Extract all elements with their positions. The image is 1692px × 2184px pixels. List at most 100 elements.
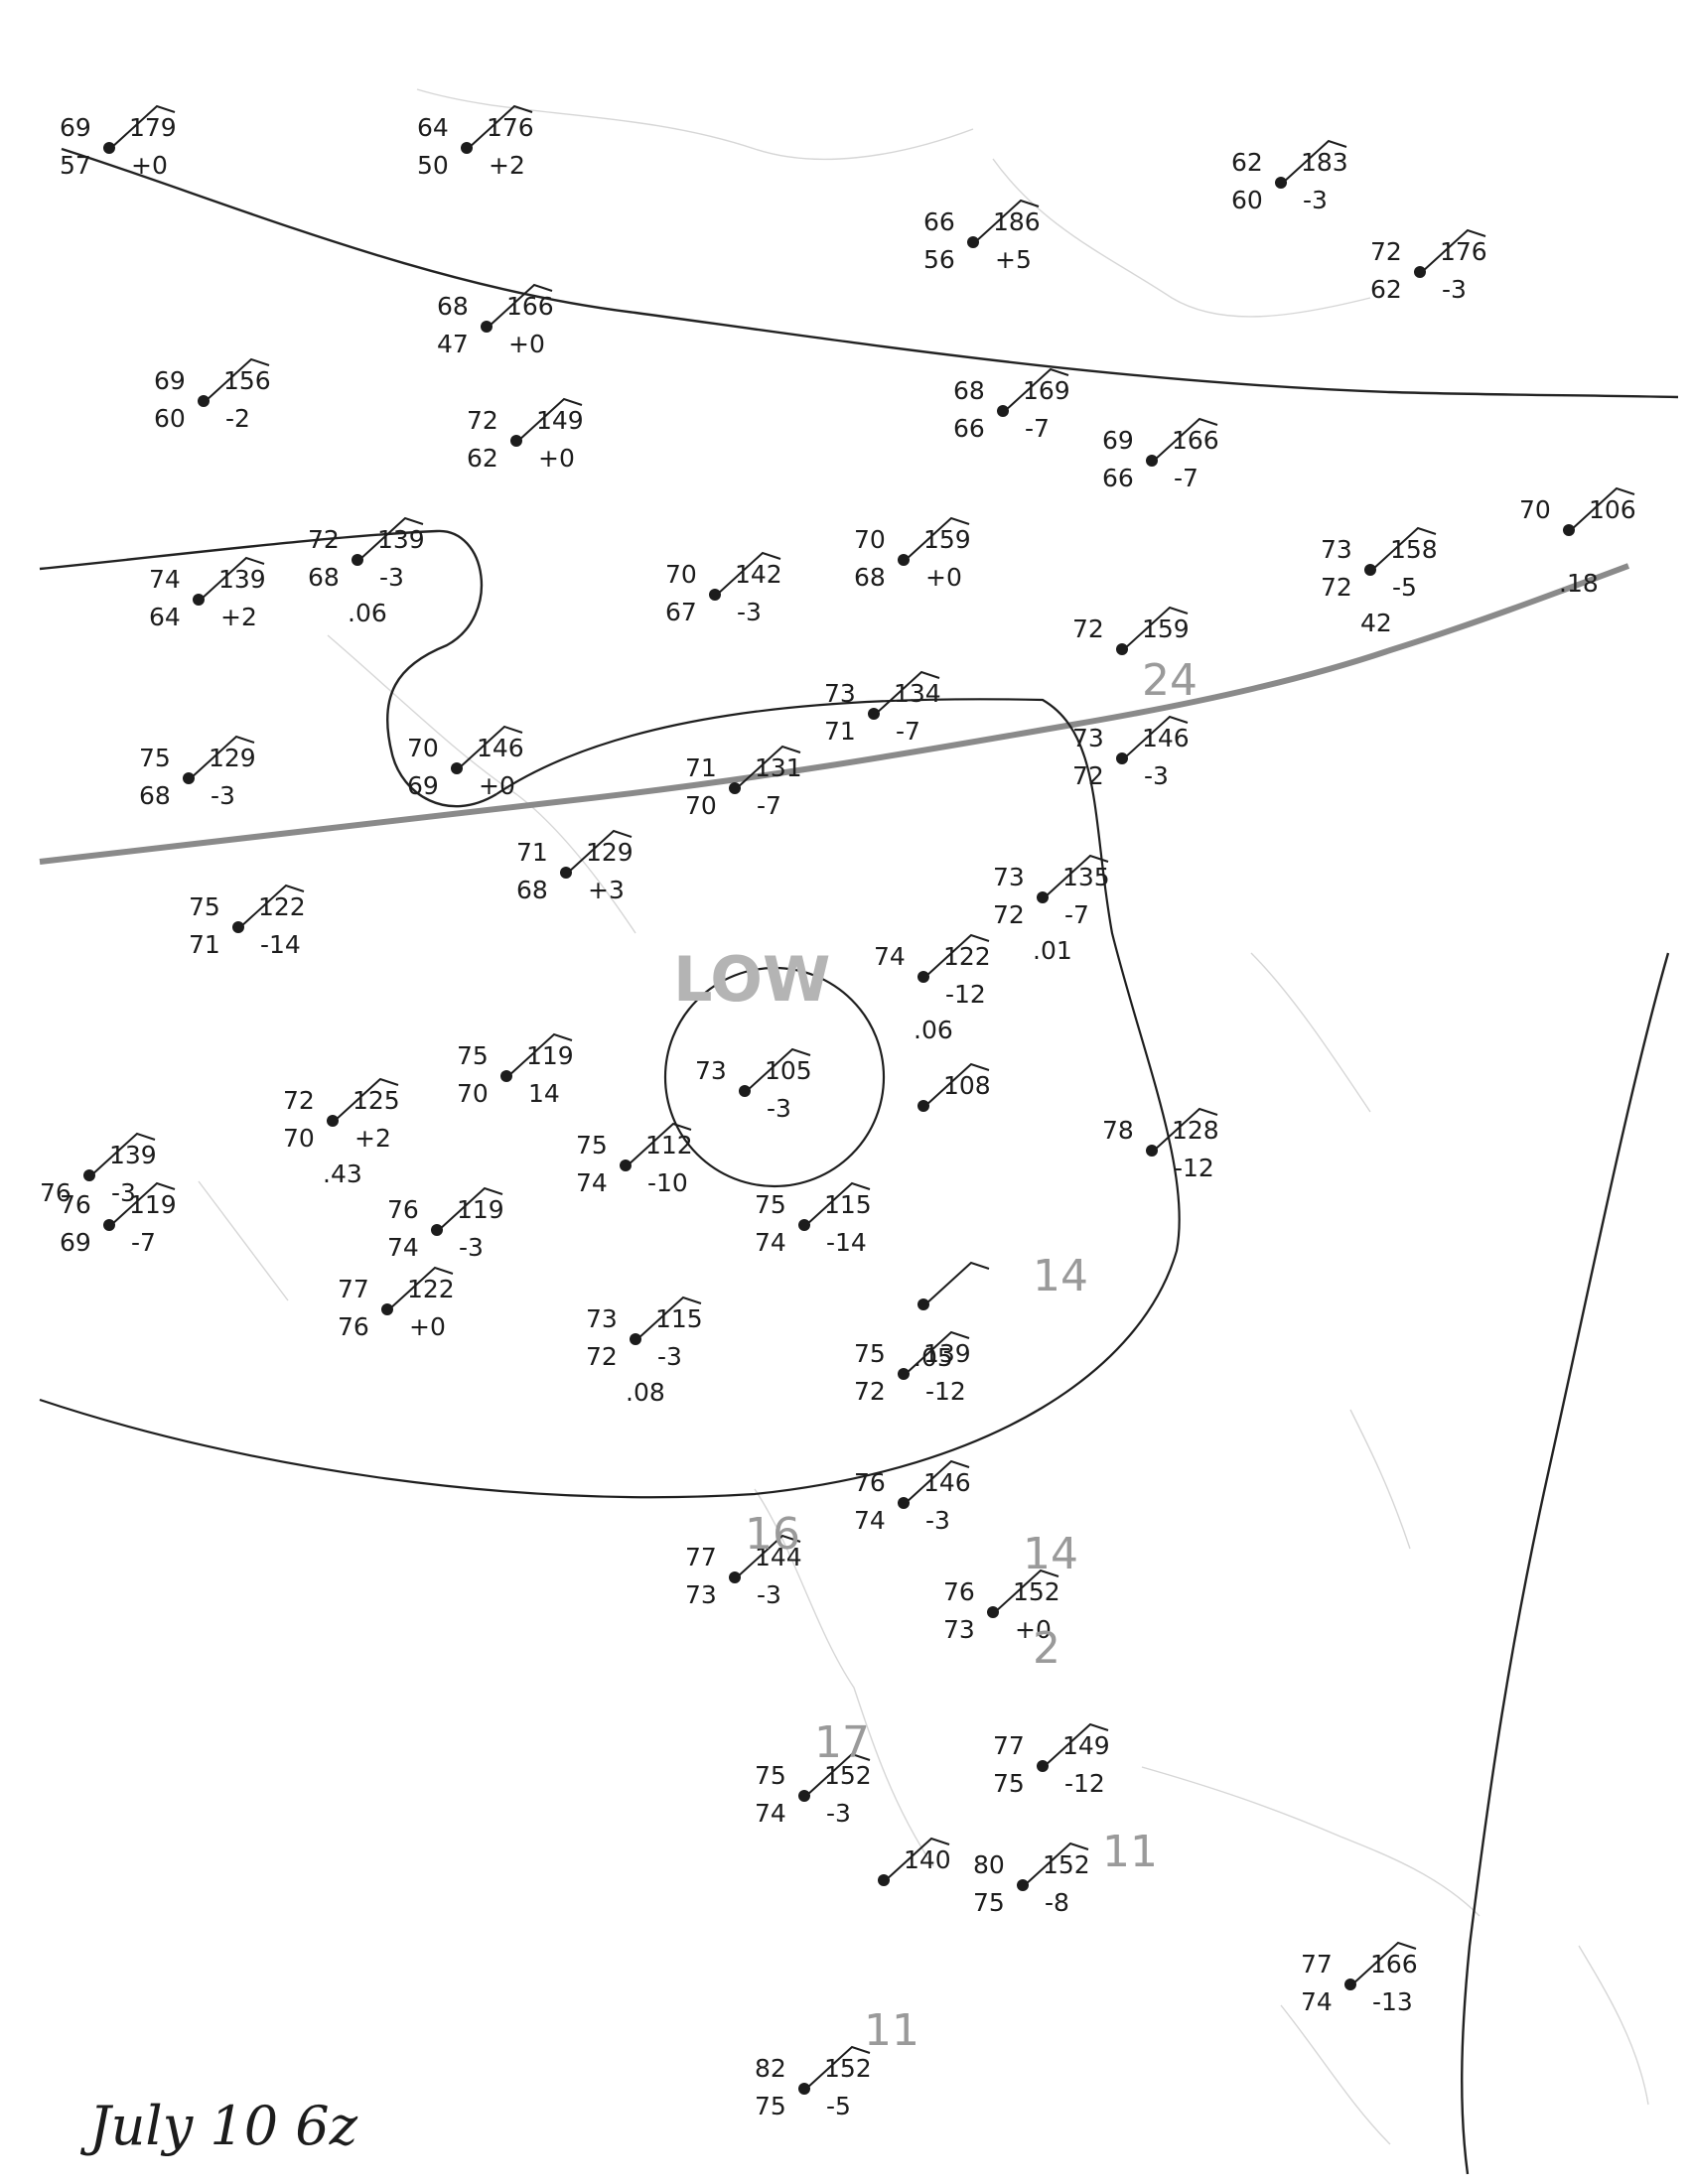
station-circle xyxy=(500,1070,512,1082)
station-pressure: 139 xyxy=(218,565,266,594)
station-tendency: -14 xyxy=(826,1228,867,1257)
station-tendency: -3 xyxy=(379,563,404,592)
wind-barb xyxy=(1351,1941,1417,1985)
station-circle xyxy=(381,1303,393,1315)
wind-barb xyxy=(517,397,583,442)
station-pressure: 176 xyxy=(1440,237,1487,266)
station-dewpoint: 74 xyxy=(755,1228,786,1257)
eastern-coast-line xyxy=(1461,952,1670,2175)
station-circle xyxy=(967,236,979,248)
station-temperature: 72 xyxy=(308,525,340,554)
station-tendency: -12 xyxy=(1064,1769,1105,1798)
station-pressure: 131 xyxy=(755,753,802,782)
wind-barb xyxy=(1371,526,1437,571)
station-tendency: +0 xyxy=(131,151,168,180)
station-temperature: 80 xyxy=(973,1850,1005,1879)
station-dewpoint: 74 xyxy=(854,1506,886,1535)
station-pressure: 119 xyxy=(457,1195,504,1224)
station-tendency: -7 xyxy=(896,717,920,746)
station-temperature: 75 xyxy=(189,892,220,921)
station-pressure: 166 xyxy=(1172,426,1219,455)
station-circle xyxy=(917,1100,929,1112)
station-pressure: 122 xyxy=(407,1275,455,1303)
station-dewpoint: 69 xyxy=(407,771,439,800)
map-caption: July 10 6z xyxy=(79,2095,358,2157)
station-temperature: 73 xyxy=(586,1304,618,1333)
station-circle xyxy=(868,708,880,720)
station-tendency: +0 xyxy=(409,1312,446,1341)
station-tendency: -5 xyxy=(1392,573,1417,602)
station-dewpoint: 73 xyxy=(685,1580,717,1609)
station-tendency: -13 xyxy=(1372,1987,1413,2016)
station-precip: .01 xyxy=(1033,936,1072,965)
analysis-number: 14 xyxy=(1023,1529,1078,1579)
station-temperature: 74 xyxy=(149,565,181,594)
station-dewpoint: 64 xyxy=(149,603,181,631)
station-dewpoint: 75 xyxy=(973,1888,1005,1917)
wind-barb xyxy=(885,1837,950,1881)
station-pressure: 156 xyxy=(223,366,271,395)
station-dewpoint: 74 xyxy=(1301,1987,1333,2016)
station-pressure: 159 xyxy=(1142,614,1190,643)
station-circle xyxy=(481,321,493,333)
station-circle xyxy=(917,1298,929,1310)
station-temperature: 75 xyxy=(854,1339,886,1368)
wind-barb xyxy=(110,1181,176,1226)
station-dewpoint: 72 xyxy=(586,1342,618,1371)
station-circle xyxy=(560,867,572,879)
station-pressure: 176 xyxy=(487,113,534,142)
stationary-front xyxy=(39,563,1630,865)
wind-barb xyxy=(90,1132,156,1176)
station-circle xyxy=(1414,266,1426,278)
station-dewpoint: 74 xyxy=(387,1233,419,1262)
station-circle xyxy=(729,1571,741,1583)
station-pressure: 128 xyxy=(1172,1116,1219,1145)
station-pressure: 105 xyxy=(765,1056,812,1085)
station-temperature: 68 xyxy=(953,376,985,405)
wind-barb xyxy=(1123,715,1189,759)
station-pressure: 139 xyxy=(923,1339,971,1368)
station-temperature: 64 xyxy=(417,113,449,142)
station-pressure: 129 xyxy=(209,744,256,772)
station-dewpoint: 74 xyxy=(576,1168,608,1197)
station-circle xyxy=(898,1368,910,1380)
station-temperature: 72 xyxy=(1370,237,1402,266)
station-dewpoint: 69 xyxy=(60,1228,91,1257)
station-dewpoint: 60 xyxy=(1231,186,1263,214)
station-tendency: -3 xyxy=(767,1094,791,1123)
station-temperature: 70 xyxy=(1519,495,1551,524)
station-circle xyxy=(1146,455,1158,467)
station-circle xyxy=(1364,564,1376,576)
station-circle xyxy=(620,1160,632,1171)
station-precip: .43 xyxy=(323,1160,362,1188)
station-temperature: 70 xyxy=(854,525,886,554)
station-pressure: 149 xyxy=(1062,1731,1110,1760)
northern-front-line xyxy=(61,147,1679,399)
station-dewpoint: 72 xyxy=(1072,761,1104,790)
station-tendency: +0 xyxy=(1015,1615,1052,1644)
station-circle xyxy=(987,1606,999,1618)
station-tendency: +2 xyxy=(220,603,257,631)
station-dewpoint: 70 xyxy=(457,1079,489,1108)
station-circle xyxy=(997,405,1009,417)
station-tendency: -14 xyxy=(260,930,301,959)
wind-barb xyxy=(334,1077,399,1122)
station-tendency: -3 xyxy=(459,1233,484,1262)
station-pressure: 122 xyxy=(943,942,991,971)
station-pressure: 146 xyxy=(923,1468,971,1497)
basemap-outlines xyxy=(198,88,1649,2145)
station-tendency: 14 xyxy=(528,1079,560,1108)
